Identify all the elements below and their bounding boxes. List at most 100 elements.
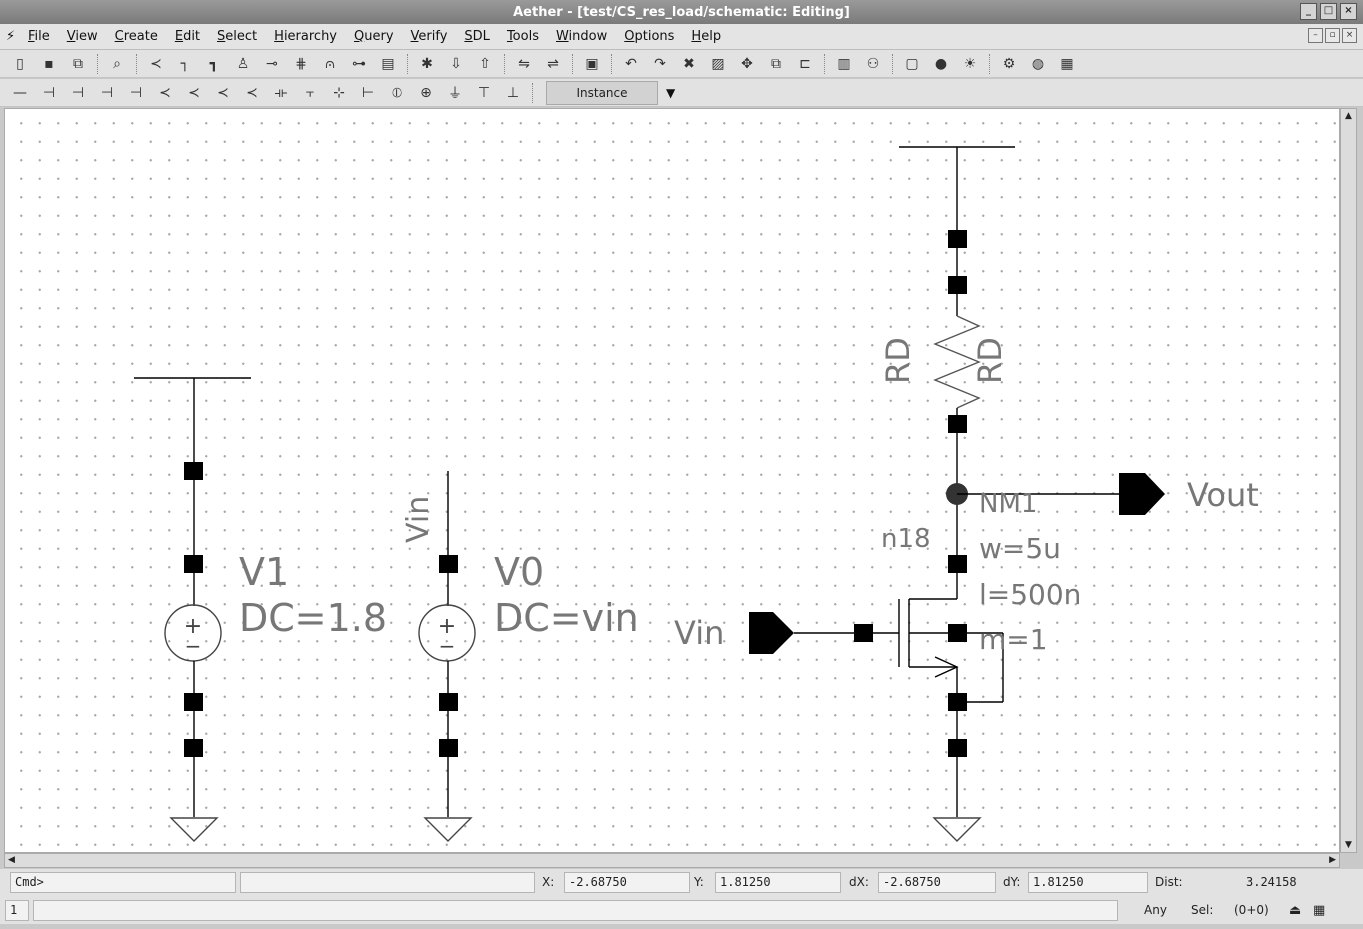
align-icon[interactable]: ⊏ [799,55,811,72]
menu-sdl[interactable]: SDL [464,29,490,44]
wire-icon[interactable]: ≺ [150,55,162,72]
maximize-button[interactable]: □ [1320,3,1337,20]
line-icon[interactable]: — [13,84,27,101]
save-all-icon[interactable]: ⧉ [73,55,83,72]
zoom-icon[interactable]: ⌕ [113,55,121,72]
settings-icon[interactable]: ⚙ [1002,55,1016,72]
net-trace-icon[interactable]: ⇋ [518,55,530,72]
redo-icon[interactable]: ↷ [654,55,666,72]
menu-tools[interactable]: Tools [506,29,539,44]
isource-icon[interactable]: ⊕ [420,84,432,101]
display-icon[interactable]: ▦ [1060,55,1074,72]
menu-view[interactable]: View [66,29,98,44]
check-icon[interactable]: ✱ [421,55,433,72]
vout-net[interactable] [946,473,1165,515]
dx-field[interactable]: -2.68750 [878,872,996,893]
port-symbol-icon[interactable]: ⊥ [506,84,520,101]
scroll-up-icon[interactable]: ▲ [1345,111,1352,121]
net-icon[interactable]: ⋕ [295,55,307,72]
pop-up-icon[interactable]: ⇧ [479,55,491,72]
save-icon[interactable]: ▪ [44,55,54,72]
mesfet-icon[interactable]: ≺ [246,84,258,101]
menu-hierarchy[interactable]: Hierarchy [274,29,337,44]
gnd-icon[interactable]: ⏚ [448,85,462,102]
bus-icon[interactable]: ┐ [180,55,190,72]
netlist-icon[interactable]: ⇌ [547,55,559,72]
eject-icon[interactable]: ⏏ [1289,903,1302,918]
doc-minimize-icon[interactable]: – [1308,28,1323,43]
filter-value[interactable]: Any [1144,903,1167,917]
scroll-right-icon[interactable]: ▶ [1329,855,1336,865]
network-icon[interactable]: ▦ [1313,903,1326,918]
dy-field[interactable]: 1.81250 [1028,872,1148,893]
chevron-down-icon[interactable]: ▼ [666,85,676,100]
nm1-model: n18 [881,524,931,554]
bulb-icon[interactable]: ☀ [963,55,977,72]
vsource-icon[interactable]: ⦶ [391,84,403,101]
stretch-icon[interactable]: ▨ [711,55,725,72]
nmos-icon[interactable]: ⊣ [42,84,56,101]
inductor-icon[interactable]: ⊹ [333,84,345,101]
nmos4-icon[interactable]: ⊣ [100,84,114,101]
bus-thick-icon[interactable]: ┓ [209,55,219,72]
mouse-icon[interactable]: ◍ [1031,55,1045,72]
vertical-scrollbar[interactable]: ▲ ▼ [1340,108,1357,853]
title-bar: Aether - [test/CS_res_load/schematic: Ed… [0,0,1363,24]
v1-name: V1 [239,550,289,594]
menu-file[interactable]: File [28,29,50,44]
toolbar-separator [136,53,138,74]
doc-restore-icon[interactable]: ▫ [1325,28,1340,43]
undo-icon[interactable]: ↶ [625,55,637,72]
symbol-icon[interactable]: ⩀ [325,55,335,72]
menu-select[interactable]: Select [217,29,258,44]
vdd-icon[interactable]: ⊤ [477,84,491,101]
pnp-icon[interactable]: ≺ [188,84,200,101]
menu-options[interactable]: Options [624,29,675,44]
scroll-left-icon[interactable]: ◀ [8,855,15,865]
output-pin-icon [1119,473,1165,515]
toolbar-separator [572,53,574,74]
horizontal-scrollbar[interactable]: ◀ ▶ [4,853,1340,868]
jfet-icon[interactable]: ≺ [217,84,229,101]
label-icon[interactable]: ♙ [236,55,250,72]
new-icon[interactable]: ▯ [16,55,24,72]
pin-marker [439,555,458,573]
document-icon[interactable]: ▢ [905,55,919,72]
capacitor-icon[interactable]: ⫟ [305,84,315,101]
minimize-button[interactable]: _ [1300,3,1317,20]
v1-source[interactable] [134,377,251,842]
doc-close-icon[interactable]: × [1342,28,1357,43]
probe-icon[interactable]: ● [934,55,948,72]
x-coordinate-field[interactable]: -2.68750 [564,872,690,893]
pin-icon[interactable]: ⊸ [266,55,278,72]
find-icon[interactable]: ⚇ [866,55,880,72]
pmos4-icon[interactable]: ⊣ [129,84,143,101]
menu-help[interactable]: Help [691,29,722,44]
library-icon[interactable]: ▥ [837,55,851,72]
menu-query[interactable]: Query [354,29,394,44]
menu-create[interactable]: Create [114,29,158,44]
memo-icon[interactable]: ▤ [381,55,395,72]
y-coordinate-field[interactable]: 1.81250 [715,872,841,893]
instance-selector[interactable]: Instance [546,80,658,105]
menu-edit[interactable]: Edit [174,29,201,44]
copy-icon[interactable]: ⧉ [771,55,781,72]
port-icon[interactable]: ⊶ [352,55,366,72]
menu-verify[interactable]: Verify [410,29,448,44]
pmos-icon[interactable]: ⊣ [71,84,85,101]
move-icon[interactable]: ✥ [741,55,753,72]
vin-net-label: Vin [401,496,436,543]
scroll-down-icon[interactable]: ▼ [1345,840,1352,850]
command-input[interactable]: Cmd> [10,872,236,893]
diode-icon[interactable]: ⊢ [361,84,375,101]
menu-window[interactable]: Window [555,29,608,44]
npn-icon[interactable]: ≺ [159,84,171,101]
push-down-icon[interactable]: ⇩ [450,55,462,72]
delete-icon[interactable]: ✖ [683,55,695,72]
v0-source[interactable] [418,471,476,842]
schematic-canvas[interactable]: + − + − V1 DC=1.8 V0 DC=vin Vin Vin Vout… [4,108,1340,853]
resistor-icon[interactable]: ⟛ [274,84,288,101]
nm1-transistor[interactable] [749,555,1004,842]
property-icon[interactable]: ▣ [585,55,599,72]
close-button[interactable]: × [1340,3,1357,20]
